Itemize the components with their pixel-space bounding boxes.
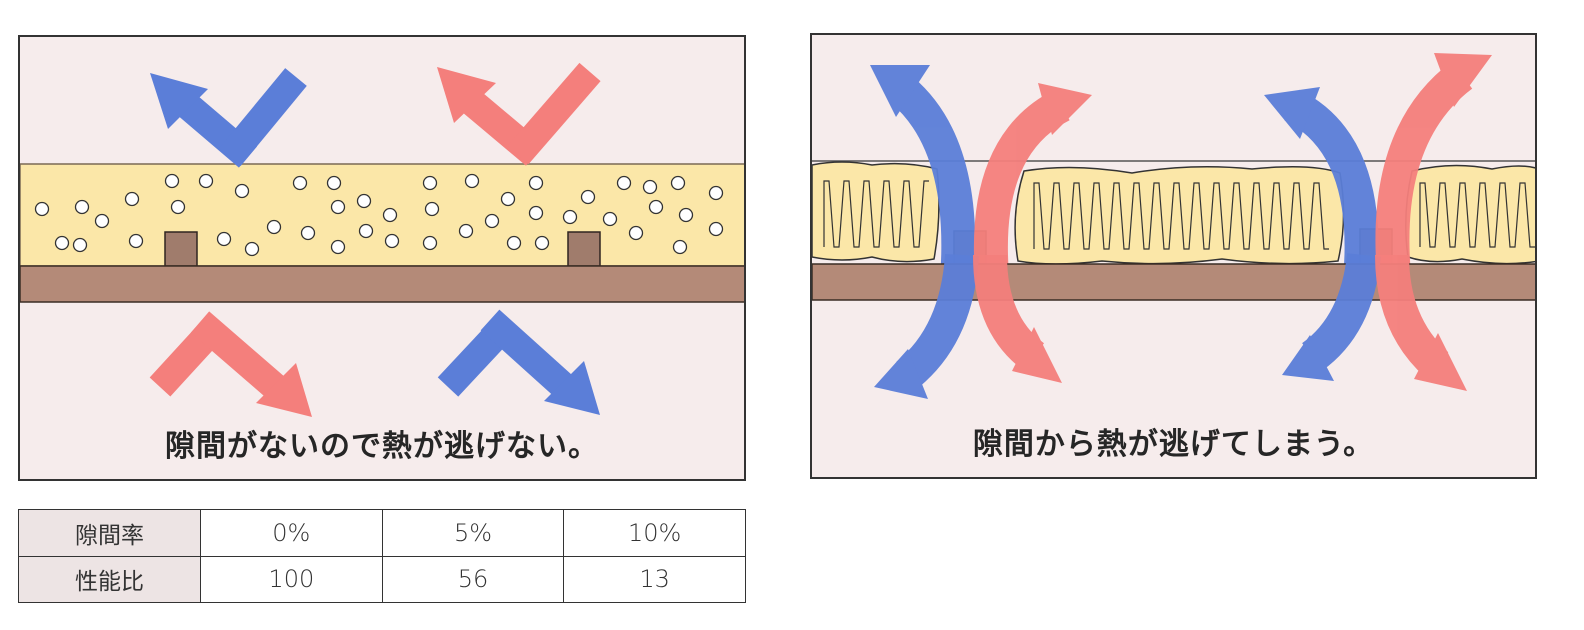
bubble (382, 207, 398, 223)
bubble (356, 193, 372, 209)
bubble (94, 213, 110, 229)
diagram-no-gap-svg (20, 37, 744, 479)
arrow-red-icon (973, 83, 1092, 277)
bubble (562, 209, 578, 225)
arrow-blue-icon (150, 68, 307, 168)
bubble (300, 225, 316, 241)
bubble (506, 235, 522, 251)
row-label: 隙間率 (18, 509, 201, 557)
bubble (330, 239, 346, 255)
bubble (164, 173, 180, 189)
bubble (528, 205, 544, 221)
bubble (198, 173, 214, 189)
bubble (628, 225, 644, 241)
bubble (580, 189, 596, 205)
arrow-blue-icon (874, 253, 979, 399)
bubble (244, 241, 260, 257)
bubble (616, 175, 632, 191)
arrow-blue-icon (1264, 87, 1379, 282)
diagram-with-gap-svg (812, 35, 1535, 477)
bubble (670, 175, 686, 191)
bubble (384, 233, 400, 249)
arrow-blue-icon (870, 65, 976, 282)
bubble (330, 199, 346, 215)
arrow-red-icon (1375, 254, 1467, 391)
diagram-with-gap: 隙間から熱が逃げてしまう。 (810, 33, 1537, 479)
fiber-insulation-batt (812, 161, 940, 263)
stud-block (567, 231, 601, 267)
arrow-red-icon (149, 311, 312, 417)
bubble (34, 201, 50, 217)
arrow-red-icon (1375, 53, 1492, 277)
bubble (708, 185, 724, 201)
stud-block (164, 231, 198, 267)
table-cell: 10% (563, 509, 746, 557)
bubble (642, 179, 658, 195)
bubble (528, 175, 544, 191)
bubble (484, 213, 500, 229)
arrow-blue-icon (437, 309, 600, 415)
bubble (678, 207, 694, 223)
arrow-red-icon (437, 62, 601, 166)
bubble (422, 175, 438, 191)
diagram-no-gap: 隙間がないので熱が逃げない。 (18, 35, 746, 481)
wall-board (812, 263, 1535, 301)
bubble (234, 183, 250, 199)
bubble (458, 223, 474, 239)
bubble (602, 211, 618, 227)
fiber-insulation-batt (1014, 166, 1345, 265)
wall-board (20, 265, 744, 303)
bubble (292, 175, 308, 191)
bubble (54, 235, 70, 251)
fiber-insulation-batt (1405, 164, 1535, 265)
caption-no-gap: 隙間がないので熱が逃げない。 (165, 429, 599, 464)
table-cell: 13 (563, 555, 746, 603)
bubble (648, 199, 664, 215)
bubble (464, 173, 480, 189)
bubble (534, 235, 550, 251)
bubble (216, 231, 232, 247)
bubble (74, 199, 90, 215)
arrow-red-icon (973, 254, 1062, 383)
bubble (124, 191, 140, 207)
arrow-blue-icon (1282, 253, 1381, 381)
table-cell: 0% (200, 509, 383, 557)
bubble (358, 223, 374, 239)
bubble (424, 201, 440, 217)
caption-with-gap: 隙間から熱が逃げてしまう。 (972, 427, 1375, 462)
table-cell: 100 (200, 555, 383, 603)
table-cell: 56 (381, 555, 565, 603)
table-row: 隙間率 0% 5% 10% (18, 509, 746, 557)
insulation-bubbles (34, 173, 724, 257)
bubble (672, 239, 688, 255)
table-cell: 5% (381, 509, 565, 557)
performance-table: 隙間率 0% 5% 10% 性能比 100 56 13 (18, 509, 746, 603)
bubble (72, 237, 88, 253)
bubble (500, 191, 516, 207)
table-row: 性能比 100 56 13 (18, 555, 746, 603)
bubble (326, 175, 342, 191)
bubble (422, 235, 438, 251)
bubble (128, 233, 144, 249)
bubble (170, 199, 186, 215)
bubble (708, 221, 724, 237)
bubble (266, 219, 282, 235)
row-label: 性能比 (18, 555, 201, 603)
